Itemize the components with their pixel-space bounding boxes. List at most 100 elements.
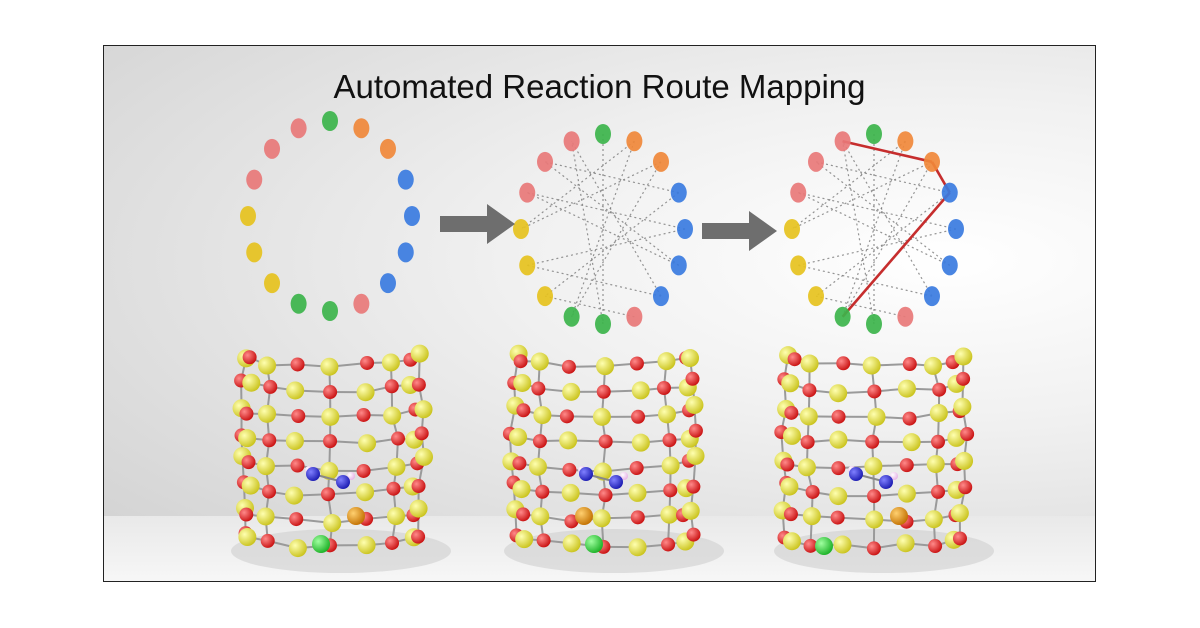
state-node (784, 219, 800, 239)
state-node (537, 151, 554, 172)
oxygen-atom (239, 406, 254, 421)
framework-atom (258, 356, 277, 375)
oxygen-atom (386, 481, 401, 496)
route-segment (841, 191, 951, 318)
state-node (652, 151, 669, 172)
oxygen-atom (360, 355, 375, 370)
hydrogen-atom (347, 472, 355, 480)
oxygen-atom (960, 427, 975, 442)
dotted-path (544, 295, 635, 318)
framework-atom (533, 406, 552, 425)
framework-atom (782, 532, 801, 551)
oxygen-atom (596, 384, 611, 399)
oxygen-atom (598, 434, 613, 449)
oxygen-atom (656, 381, 671, 396)
oxygen-atom (630, 510, 645, 525)
state-node (290, 118, 307, 139)
metal-atom (312, 535, 330, 553)
framework-atom (686, 446, 705, 465)
framework-atom (285, 486, 304, 505)
state-node (379, 138, 396, 159)
oxygen-atom (686, 527, 701, 542)
framework-atom (559, 431, 578, 450)
zeolite-cages (232, 344, 975, 558)
oxygen-atom (323, 434, 338, 449)
state-node (677, 219, 693, 239)
framework-atom (829, 487, 848, 506)
nitrogen-atom (849, 467, 863, 481)
dotted-path (815, 192, 951, 297)
oxygen-atom (662, 433, 677, 448)
oxygen-atom (516, 403, 531, 418)
framework-atom (356, 383, 375, 402)
oxygen-atom (411, 529, 426, 544)
oxygen-atom (291, 409, 306, 424)
oxygen-atom (263, 379, 278, 394)
oxygen-atom (290, 458, 305, 473)
oxygen-atom (536, 533, 551, 548)
oxygen-atom (867, 384, 882, 399)
state-node (513, 219, 529, 239)
framework-atom (358, 434, 377, 453)
state-node (537, 286, 554, 307)
framework-atom (285, 432, 304, 451)
dotted-path (544, 161, 680, 266)
state-node (941, 182, 958, 203)
framework-atom (829, 430, 848, 449)
oxygen-atom (629, 356, 644, 371)
framework-atom (592, 509, 611, 528)
oxygen-atom (512, 456, 527, 471)
state-node (397, 169, 414, 190)
state-node (246, 169, 263, 190)
oxygen-atom (663, 483, 678, 498)
oxygen-atom (289, 512, 304, 527)
framework-atom (657, 352, 676, 371)
framework-atom (256, 457, 275, 476)
state-node (941, 255, 958, 276)
framework-atom (562, 382, 581, 401)
state-node (626, 131, 643, 152)
state-node (790, 182, 807, 203)
state-node (290, 293, 307, 314)
nitrogen-atom (609, 475, 623, 489)
oxygen-atom (783, 507, 798, 522)
hydrogen-atom (620, 472, 628, 480)
state-node (626, 306, 643, 327)
framework-atom (562, 534, 581, 553)
framework-atom (897, 379, 916, 398)
state-node (652, 286, 669, 307)
state-node (519, 255, 536, 276)
oxygen-atom (803, 538, 818, 553)
nitrogen-atom (306, 467, 320, 481)
oxygen-atom (242, 350, 257, 365)
framework-atom (897, 484, 916, 503)
framework-atom (681, 501, 700, 520)
figure-title: Automated Reaction Route Mapping (333, 68, 866, 105)
graph-panel-paths (513, 124, 693, 334)
graph-panel-states (240, 111, 420, 321)
dotted-path (842, 161, 933, 318)
nitrogen-atom (879, 475, 893, 489)
framework-atom (592, 407, 611, 426)
oxygen-atom (562, 462, 577, 477)
framework-atom (631, 381, 650, 400)
framework-atom (929, 404, 948, 423)
state-node (353, 118, 370, 139)
framework-atom (660, 505, 679, 524)
oxygen-atom (321, 487, 336, 502)
framework-atom (862, 356, 881, 375)
oxygen-atom (262, 433, 277, 448)
state-node (923, 151, 940, 172)
oxygen-atom (290, 357, 305, 372)
oxygen-atom (685, 371, 700, 386)
dotted-path (842, 141, 875, 325)
oxygen-atom (831, 409, 846, 424)
state-node (519, 182, 536, 203)
framework-atom (357, 536, 376, 555)
metal-atom (890, 507, 908, 525)
framework-atom (512, 480, 531, 499)
oxygen-atom (513, 354, 528, 369)
state-node (240, 206, 256, 226)
framework-atom (410, 344, 429, 363)
state-node (834, 131, 851, 152)
